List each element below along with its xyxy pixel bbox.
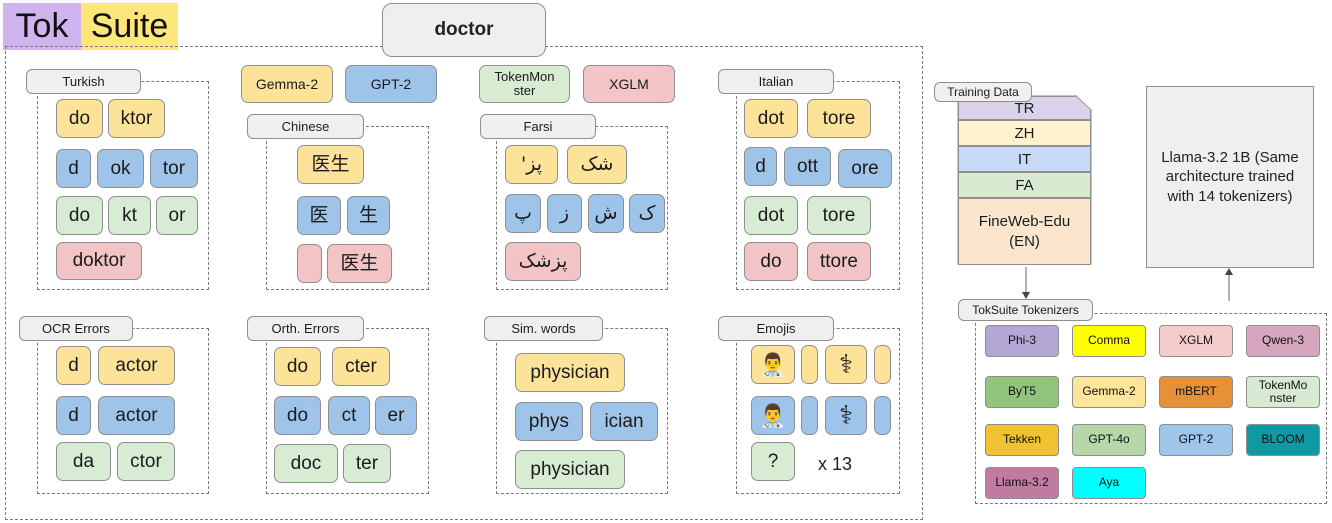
token: do (56, 196, 103, 235)
tokenizer-chip: Aya (1072, 467, 1146, 499)
logo-suite: Suite (81, 3, 178, 50)
unknown-token: ? (751, 442, 795, 481)
emoji-multiplier: x 13 (817, 453, 853, 474)
tokenizers-group (975, 313, 1327, 504)
token: actor (98, 346, 175, 385)
token: kt (108, 196, 151, 235)
chinese-label: Chinese (247, 114, 364, 139)
turkish-label: Turkish (26, 69, 141, 94)
tokenizer-chip: Tekken (985, 424, 1059, 456)
token: d (56, 396, 91, 435)
model-box: Llama-3.2 1B (Same architecture trained … (1146, 86, 1314, 268)
logo-tok: Tok (3, 3, 81, 50)
ocr-label: OCR Errors (19, 316, 133, 341)
training-data-label: Training Data (934, 82, 1032, 102)
token: ز (547, 194, 582, 233)
medical-staff-icon: ⚕ (825, 396, 867, 435)
token: ok (97, 149, 144, 188)
token: ش (588, 194, 624, 233)
token-empty (874, 345, 891, 384)
training-row-fa: FA (958, 172, 1091, 198)
token: do (274, 347, 321, 386)
legend-xglm: XGLM (583, 65, 675, 103)
token: d (56, 346, 91, 385)
token: 医生 (327, 244, 392, 283)
token: dot (744, 99, 798, 138)
token: cter (332, 347, 390, 386)
token: 医 (297, 196, 341, 235)
token: ician (590, 402, 658, 441)
tokenizer-chip: GPT-4o (1072, 424, 1146, 456)
token: or (156, 196, 198, 235)
token: da (56, 442, 111, 481)
tokenizer-chip: Comma (1072, 325, 1146, 357)
token: phys (515, 402, 583, 441)
legend-gemma: Gemma-2 (241, 65, 333, 103)
tokenizer-chip: Phi-3 (985, 325, 1059, 357)
sim-label: Sim. words (484, 316, 603, 341)
token: doktor (56, 242, 142, 280)
token: actor (98, 396, 175, 435)
token: ter (343, 444, 391, 483)
token: شک (567, 145, 627, 184)
tokenizer-chip: Llama-3.2 (985, 467, 1059, 499)
training-row-zh: ZH (958, 120, 1091, 146)
token: پزشک (505, 242, 581, 281)
tokenizer-chip: BLOOM (1246, 424, 1320, 456)
token: ttore (807, 242, 871, 281)
tokenizer-chip: XGLM (1159, 325, 1233, 357)
token: ctor (117, 442, 175, 481)
token: پ (505, 194, 541, 233)
token: ott (784, 147, 831, 186)
token-empty (297, 244, 322, 283)
doctor-emoji-icon: 👨‍⚕️ (751, 345, 795, 384)
tokenizer-chip: ByT5 (985, 376, 1059, 408)
token: do (274, 396, 321, 435)
token: physician (515, 353, 625, 392)
training-row-it: IT (958, 146, 1091, 172)
token: پز' (505, 145, 558, 184)
token: do (744, 242, 798, 281)
farsi-label: Farsi (480, 114, 596, 139)
token: ktor (108, 99, 165, 138)
tokenizer-chip: TokenMo nster (1246, 376, 1320, 408)
tokenizer-chip: GPT-2 (1159, 424, 1233, 456)
token: d (56, 149, 91, 188)
tokenizer-chip: mBERT (1159, 376, 1233, 408)
legend-gpt2: GPT-2 (345, 65, 437, 103)
query-word-box: doctor (382, 3, 546, 57)
token-empty (801, 396, 818, 435)
token: ore (838, 149, 892, 188)
italian-label: Italian (718, 69, 834, 94)
tokenizer-chip: Qwen-3 (1246, 325, 1320, 357)
legend-tokenmonster: TokenMon ster (479, 65, 570, 103)
token: ک (629, 194, 665, 233)
token: tore (807, 99, 871, 138)
emojis-label: Emojis (718, 316, 834, 341)
token-empty (874, 396, 891, 435)
tokenizer-chip: Gemma-2 (1072, 376, 1146, 408)
token: er (375, 396, 417, 435)
arrows (1022, 267, 1233, 301)
orth-label: Orth. Errors (247, 316, 364, 341)
token: doc (274, 444, 338, 483)
token: tore (807, 196, 871, 235)
token: physician (515, 450, 625, 489)
token: 医生 (297, 145, 364, 184)
token: dot (744, 196, 798, 235)
token: tor (150, 149, 198, 188)
medical-staff-icon: ⚕ (825, 345, 867, 384)
token-empty (801, 345, 818, 384)
tokenizers-label: TokSuite Tokenizers (958, 299, 1093, 321)
token: d (744, 147, 777, 186)
token: do (56, 99, 103, 138)
training-row-en: FineWeb-Edu (EN) (958, 198, 1091, 265)
token: ct (328, 396, 370, 435)
doctor-emoji-icon: 👨‍⚕️ (751, 396, 795, 435)
token: 生 (347, 196, 390, 235)
